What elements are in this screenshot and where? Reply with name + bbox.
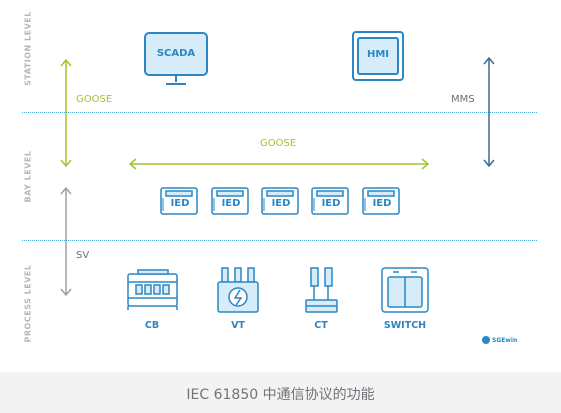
sgewin-logo: SGEwin [492,337,518,344]
ied-icon [160,187,198,215]
vt-label: VT [231,320,245,331]
switch-icon [381,267,429,313]
scada-label: SCADA [156,48,196,59]
goose-station-label: GOOSE [76,94,113,105]
bay-process-divider [22,240,537,241]
ied-icon [362,187,400,215]
ied-label: IED [372,198,392,209]
goose-bay-arrow [128,158,430,170]
sv-label: SV [76,250,90,261]
sv-arrow [60,186,72,297]
scada-monitor-icon [144,32,208,85]
ied-label: IED [321,198,341,209]
ied-icons [160,187,400,215]
ied-label: IED [271,198,291,209]
hmi-panel-icon [352,31,404,81]
ct-transformer-icon [305,267,338,313]
ct-label: CT [314,320,328,331]
ied-icon [261,187,299,215]
ied-label: IED [170,198,190,209]
switch-label: SWITCH [383,320,427,331]
ied-icon [211,187,249,215]
vt-transformer-icon [217,267,259,313]
diagram-area: STATION LEVEL BAY LEVEL PROCESS LEVEL [22,11,537,344]
diagram-graphics [60,31,495,344]
cb-breaker-icon [127,269,178,310]
hmi-label: HMI [366,49,390,60]
figure-caption: IEC 61850 中通信协议的功能 [186,387,375,403]
mms-label: MMS [451,94,475,105]
goose-bay-label: GOOSE [260,138,297,149]
mms-arrow [483,56,495,168]
cb-label: CB [144,320,160,331]
caption-bar: IEC 61850 中通信协议的功能 [0,372,561,413]
ied-label: IED [221,198,241,209]
station-bay-divider [22,112,537,113]
sgewin-logo-icon [482,336,490,344]
goose-station-arrow [60,58,72,168]
ied-icon [311,187,349,215]
